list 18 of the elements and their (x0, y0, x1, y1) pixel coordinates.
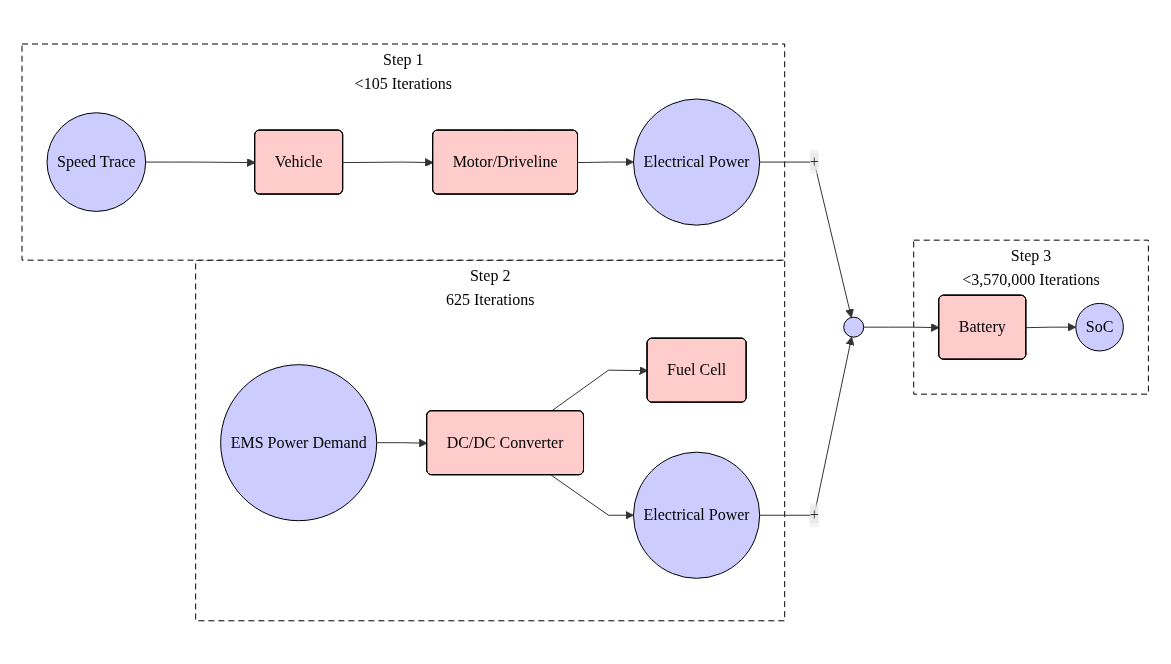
node-circle: SoC (1075, 302, 1125, 352)
arrow (551, 365, 649, 412)
node-circle: Electrical Power (633, 98, 761, 226)
arrow (759, 336, 855, 516)
arrow (759, 161, 855, 318)
arrow (863, 322, 940, 332)
edge-label: + (809, 505, 820, 523)
node-circle: Speed Trace (46, 111, 147, 212)
node-circle (843, 316, 865, 338)
node-circle: Electrical Power (633, 451, 761, 579)
arrow (376, 438, 428, 448)
arrow (1026, 322, 1077, 332)
arrow (145, 157, 256, 167)
node-circle: EMS Power Demand (220, 363, 378, 521)
arrow (342, 157, 434, 167)
arrow (551, 474, 635, 520)
edge-label: + (809, 152, 820, 170)
arrow (577, 157, 635, 167)
